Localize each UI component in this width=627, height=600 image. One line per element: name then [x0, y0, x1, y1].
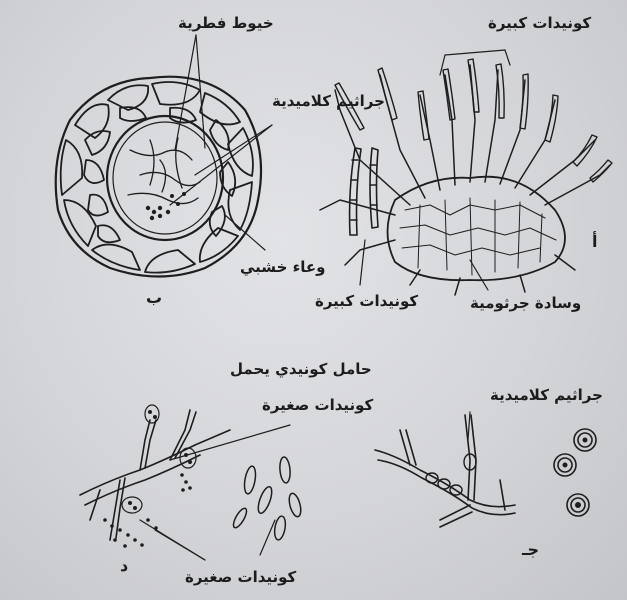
- chlamydospores-drawing: [375, 412, 596, 527]
- panel-letter-d: د: [120, 556, 128, 575]
- label-microconidia-bottom: كونيدات صغيرة: [185, 568, 296, 586]
- label-conidiophore: حامل كونيدي يحمل: [230, 360, 372, 378]
- panel-letter-a: أ: [592, 232, 597, 251]
- sporodochium-drawing: [320, 50, 612, 295]
- label-fungal-hyphae: خيوط فطرية: [178, 14, 274, 32]
- panel-letter-c: جـ: [522, 540, 539, 559]
- label-xylem-vessel: وعاء خشبي: [240, 258, 325, 276]
- label-sporodochium: وسادة جرثومية: [470, 294, 581, 312]
- label-macroconidia-top: كونيدات كبيرة: [488, 14, 591, 32]
- label-chlamydospores-top: جراثيم كلاميدية: [272, 92, 385, 110]
- label-microconidia-top: كونيدات صغيرة: [262, 396, 373, 414]
- label-macroconidia-mid: كونيدات كبيرة: [315, 292, 418, 310]
- xylem-cross-section: [56, 35, 272, 277]
- microconidia-drawing: [80, 405, 303, 560]
- label-chlamydospores-right: جراثيم كلاميدية: [490, 386, 603, 404]
- panel-letter-b: ب: [146, 288, 162, 307]
